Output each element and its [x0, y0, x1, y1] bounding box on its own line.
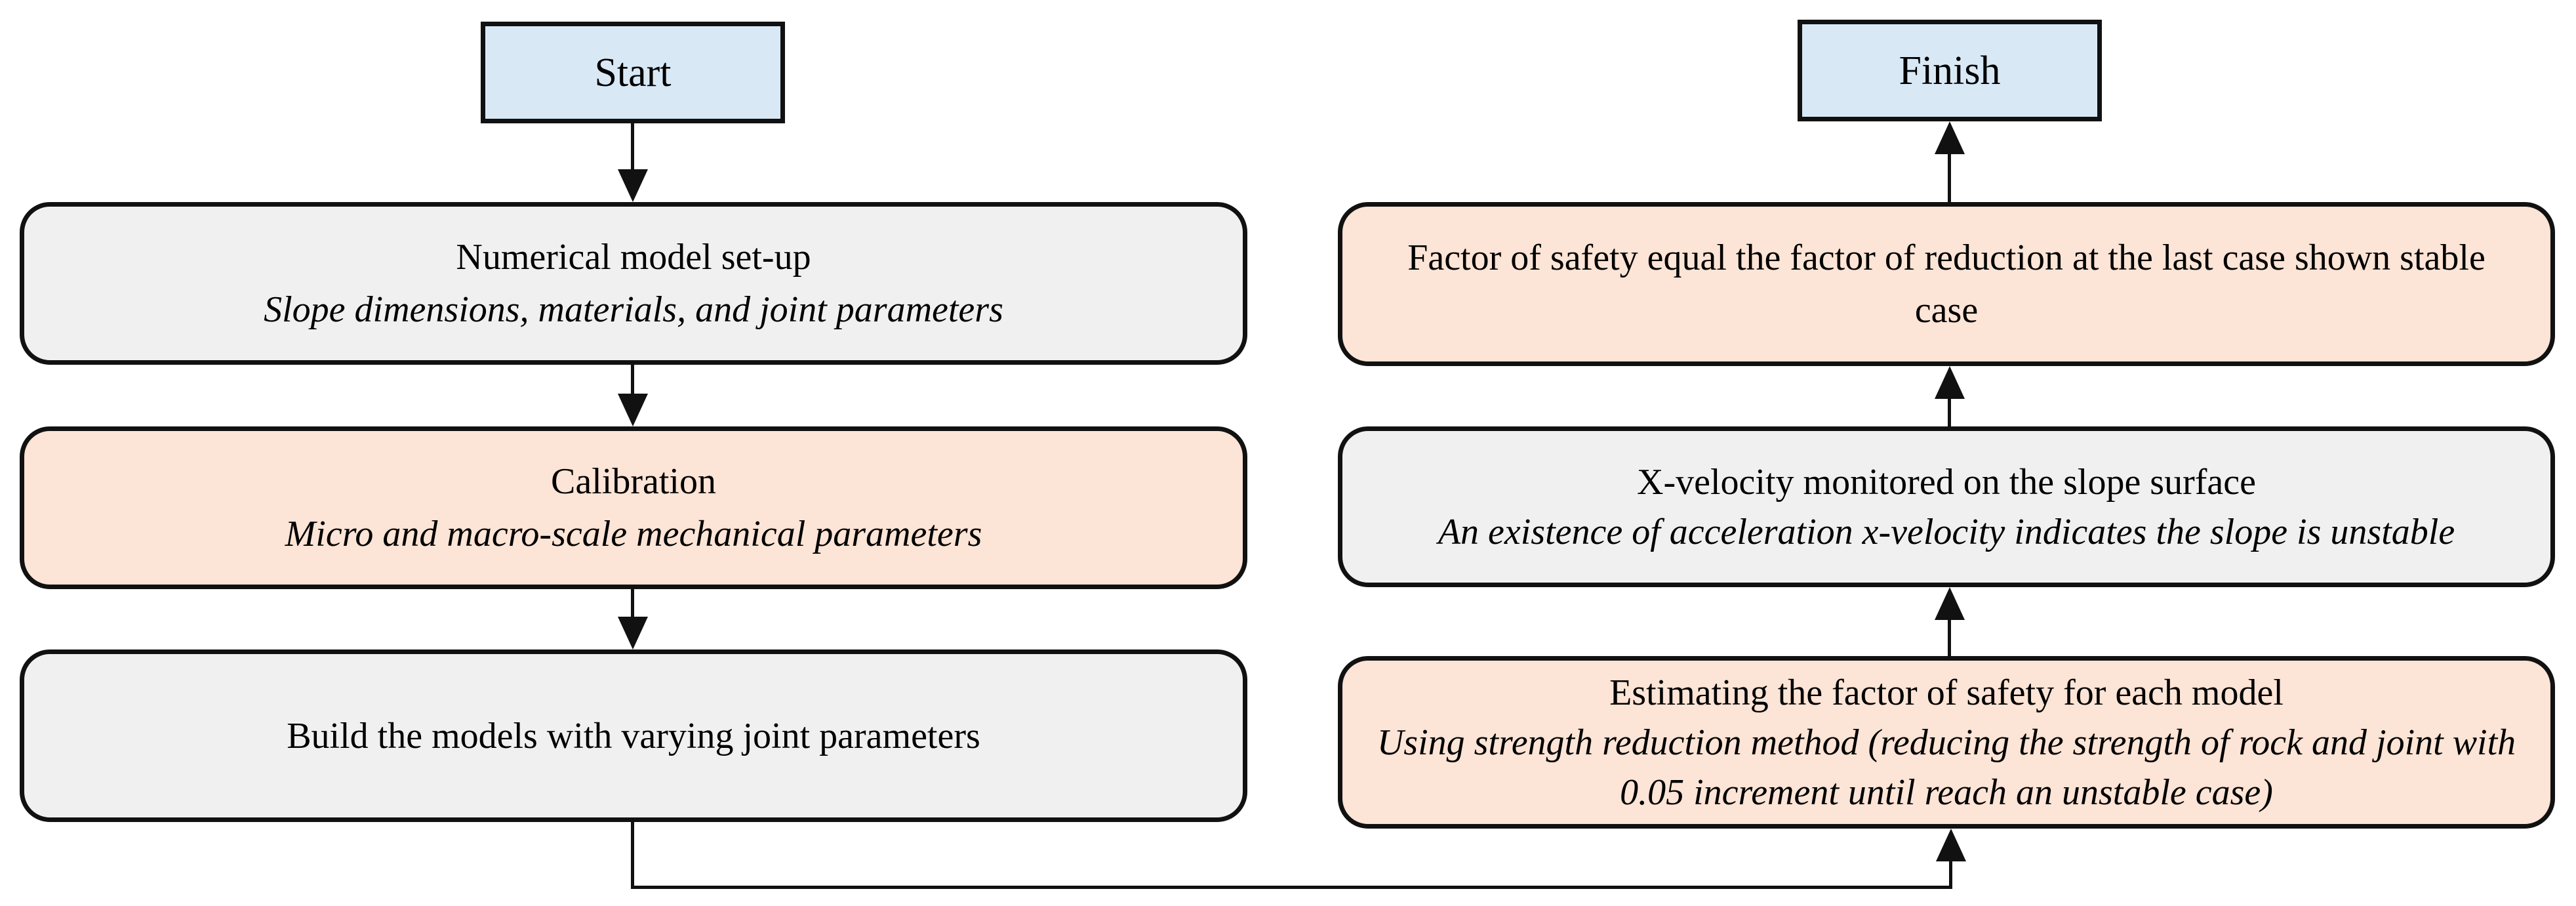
node-model-setup-subtitle: Slope dimensions, materials, and joint p… [264, 289, 1003, 330]
node-x-velocity-subtitle: An existence of acceleration x-velocity … [1438, 511, 2455, 552]
edge-factorsafety-finish-line [1948, 152, 1951, 202]
node-estimating-subtitle: Using strength reduction method (reducin… [1377, 722, 2516, 813]
edge-xvelocity-factorsafety-line [1948, 396, 1951, 426]
node-factor-safety: Factor of safety equal the factor of red… [1338, 202, 2555, 366]
edge-estimating-xvelocity-arrowhead-icon [1935, 587, 1965, 620]
edge-buildmodels-estimating-segment-across [631, 886, 1952, 889]
edge-modelsetup-calibration-arrowhead-icon [618, 394, 648, 426]
node-finish: Finish [1798, 20, 2102, 121]
edge-buildmodels-estimating-arrowhead-icon [1936, 829, 1966, 861]
node-build-models-title: Build the models with varying joint para… [287, 715, 980, 756]
node-finish-label: Finish [1899, 48, 2001, 93]
node-start: Start [481, 22, 785, 123]
edge-start-modelsetup-arrowhead-icon [618, 169, 648, 202]
edge-calibration-buildmodels-line [631, 589, 634, 619]
edge-start-modelsetup-line [631, 123, 634, 172]
edge-xvelocity-factorsafety-arrowhead-icon [1935, 366, 1965, 399]
node-start-label: Start [594, 50, 672, 95]
node-x-velocity-title: X-velocity monitored on the slope surfac… [1637, 461, 2256, 503]
node-model-setup-title: Numerical model set-up [456, 237, 811, 278]
edge-buildmodels-estimating-segment-down [631, 822, 634, 889]
node-build-models: Build the models with varying joint para… [20, 649, 1247, 822]
node-estimating: Estimating the factor of safety for each… [1338, 656, 2555, 829]
node-x-velocity: X-velocity monitored on the slope surfac… [1338, 426, 2555, 587]
node-calibration-subtitle: Micro and macro-scale mechanical paramet… [285, 514, 982, 554]
edge-calibration-buildmodels-arrowhead-icon [618, 617, 648, 649]
node-estimating-title: Estimating the factor of safety for each… [1609, 672, 2284, 713]
node-calibration: Calibration Micro and macro-scale mechan… [20, 426, 1247, 589]
edge-modelsetup-calibration-line [631, 365, 634, 396]
node-calibration-title: Calibration [551, 461, 716, 502]
node-model-setup: Numerical model set-up Slope dimensions,… [20, 202, 1247, 365]
edge-estimating-xvelocity-line [1948, 617, 1951, 656]
edge-factorsafety-finish-arrowhead-icon [1935, 121, 1965, 154]
node-factor-safety-title: Factor of safety equal the factor of red… [1407, 237, 2485, 331]
edge-buildmodels-estimating-segment-up [1949, 858, 1952, 889]
